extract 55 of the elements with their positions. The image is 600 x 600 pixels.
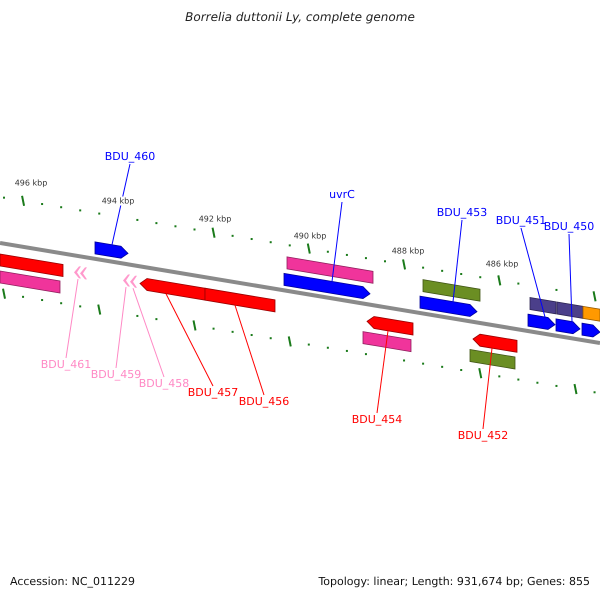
scale-label: 488 kbp: [390, 246, 426, 256]
gene-label: BDU_458: [138, 378, 190, 390]
scale-label: 490 kbp: [292, 232, 328, 240]
gene-block: [472, 334, 518, 353]
accession-text: Accession: NC_011229: [10, 575, 136, 588]
gene-marker: [74, 266, 87, 280]
scale-label: 492 kbp: [198, 214, 232, 224]
gene-block: [0, 270, 60, 294]
scale-label: 494 kbp: [100, 196, 136, 206]
scale-label: 496 kbp: [14, 178, 48, 188]
gene-block: [204, 288, 276, 312]
gene-label: BDU_456: [238, 396, 290, 408]
leader-line: [568, 234, 572, 322]
gene-label: BDU_454: [352, 414, 402, 426]
gene-block: [420, 296, 478, 317]
gene-label: BDU_450: [544, 221, 594, 233]
gene-block: [139, 278, 206, 301]
gene-block: [582, 306, 600, 322]
gene-block: [286, 256, 374, 284]
gene-block: [582, 322, 600, 338]
leader-line: [166, 293, 214, 386]
leader-line: [452, 220, 462, 302]
gene-marker: [123, 274, 130, 287]
gene-block: [366, 316, 414, 336]
gene-block: [556, 302, 584, 319]
gene-block: [556, 318, 581, 334]
gene-label: BDU_452: [458, 430, 508, 442]
leader-line: [234, 304, 264, 396]
gene-block: [94, 241, 129, 259]
gene-label: uvrC: [329, 189, 355, 201]
leader-line: [132, 288, 164, 378]
genome-info-text: Topology: linear; Length: 931,674 bp; Genes: 855: [318, 575, 590, 588]
gene-marker: [130, 276, 137, 288]
gene-label: BDU_461: [40, 359, 92, 371]
gene-block: [284, 272, 371, 300]
leader-line: [482, 348, 492, 430]
leader-line: [520, 228, 546, 318]
gene-label: BDU_460: [104, 151, 156, 163]
title: Borrelia duttonii Ly, complete genome: [184, 10, 416, 24]
gene-block: [528, 314, 556, 330]
gene-block: [422, 279, 480, 302]
leader-line: [376, 330, 388, 414]
gene-block: [470, 349, 516, 370]
gene-label: BDU_459: [90, 369, 142, 381]
gene-label: BDU_457: [188, 387, 238, 399]
scale-label: 486 kbp: [484, 260, 520, 268]
gene-label: BDU_451: [496, 215, 546, 227]
leader-line: [112, 164, 130, 246]
gene-block: [362, 331, 412, 352]
gene-block: [0, 254, 64, 277]
gene-label: BDU_453: [436, 207, 488, 219]
leader-line: [66, 278, 78, 358]
leader-line: [332, 202, 342, 282]
gene-block: [530, 297, 556, 314]
leader-line: [116, 286, 126, 368]
